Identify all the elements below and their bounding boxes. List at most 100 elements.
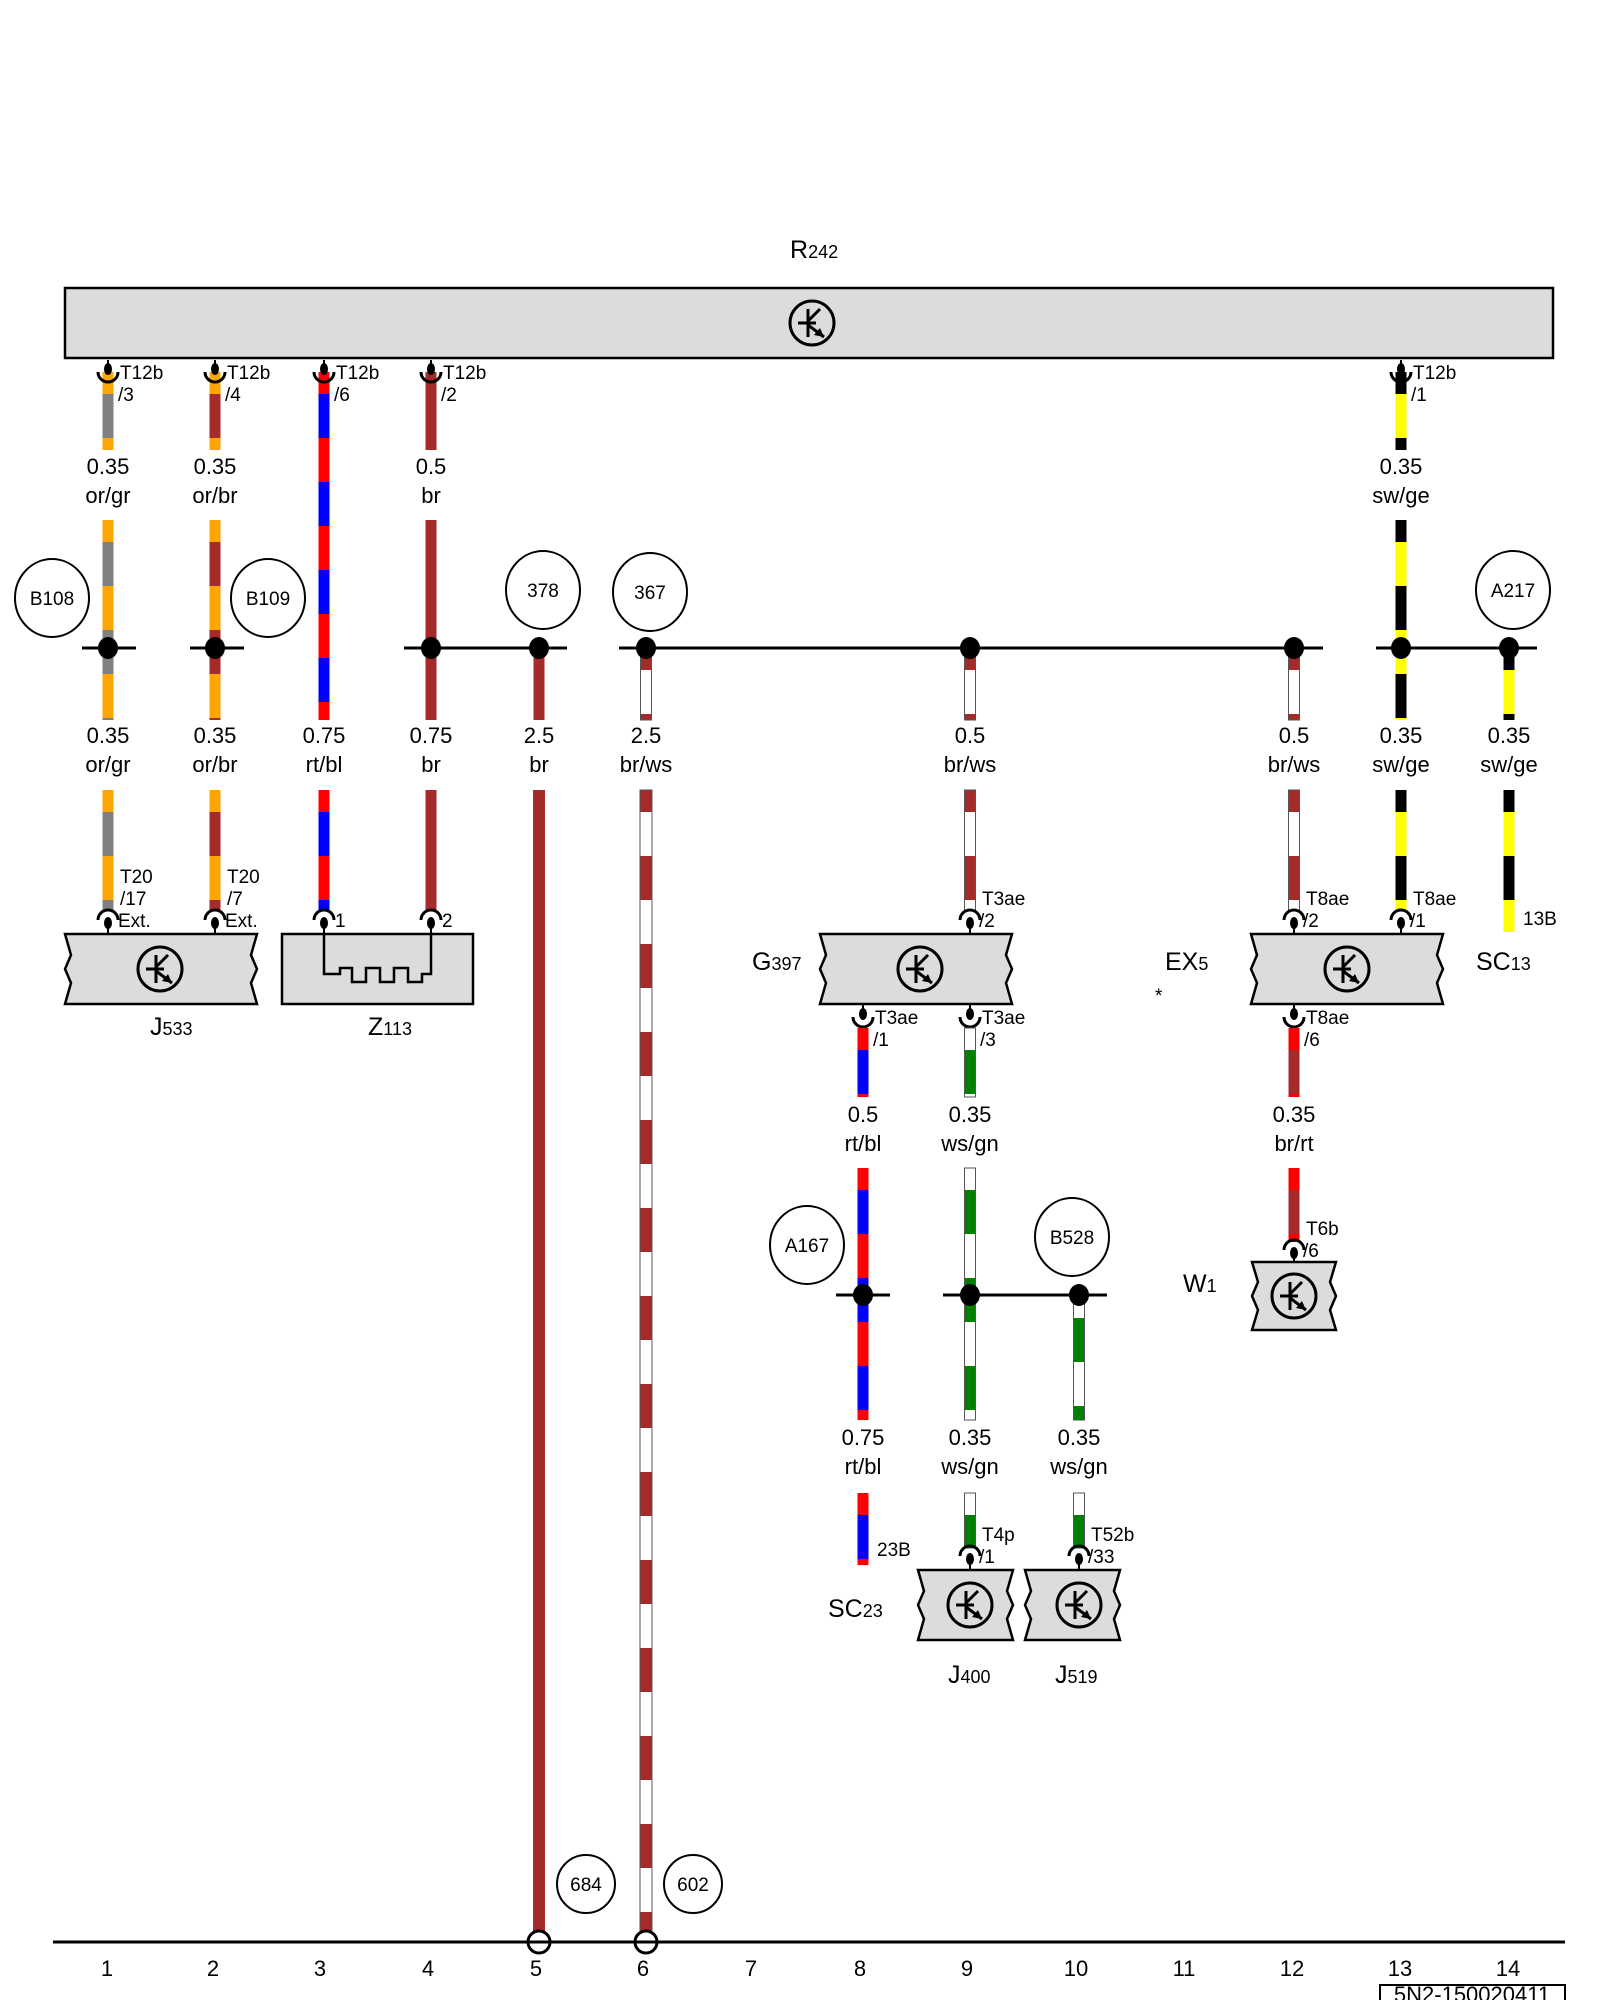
wire-stripe [209, 812, 221, 856]
connector-name: T12b [120, 363, 163, 384]
wire-segment[interactable] [102, 520, 114, 720]
wire-stripe [318, 658, 330, 702]
component-label-G397: G397 [752, 948, 802, 976]
wire-segment[interactable] [1073, 1295, 1085, 1421]
connector-pin[interactable] [1389, 360, 1413, 384]
connector-pin-number: 13B [1523, 909, 1557, 930]
wire-stripe [640, 1340, 652, 1384]
wire-stripe [857, 1190, 869, 1234]
connector-pin[interactable] [1389, 908, 1413, 934]
connector-name: T20 [227, 867, 260, 888]
wire-stripe [965, 1515, 975, 1548]
connector-pin[interactable] [203, 360, 227, 384]
wire-size-label: 2.5 [524, 723, 555, 748]
wire-stripe [640, 900, 652, 944]
connector-pin[interactable] [1282, 1005, 1306, 1029]
wire-stripe [1395, 812, 1407, 856]
wire-stripe [102, 812, 114, 856]
wire-segment[interactable] [1073, 1492, 1085, 1549]
reference-circle [14, 558, 90, 638]
connector-pin[interactable] [958, 1544, 982, 1570]
wire-segment[interactable] [1395, 520, 1407, 720]
connector-name: T6b [1306, 1219, 1339, 1240]
wire-segment[interactable] [425, 372, 437, 450]
connector-extra: Ext. [118, 911, 151, 932]
connector-pin[interactable] [96, 908, 120, 934]
wire-segment[interactable] [533, 648, 545, 720]
reference-label-B108: B108 [30, 589, 74, 610]
wire-size-label: 2.5 [631, 723, 662, 748]
connector-cup [96, 908, 120, 921]
wire-stripe [965, 1190, 975, 1234]
wire-segment[interactable] [1395, 790, 1407, 910]
column-number: 1 [101, 1956, 113, 1981]
wire-color-label: ws/gn [940, 1454, 998, 1479]
connector-pin-number: /6 [334, 385, 350, 406]
connector-name: T4p [982, 1525, 1015, 1546]
wire-segment[interactable] [857, 1493, 869, 1565]
wire-segment[interactable] [209, 520, 221, 720]
connector-pin[interactable] [96, 360, 120, 384]
wire-stripe [1395, 394, 1407, 438]
ground-wire[interactable] [639, 789, 653, 1939]
connector-cup [958, 1016, 982, 1029]
splice-node [205, 637, 225, 659]
reference-label-A217: A217 [1491, 581, 1535, 602]
connector-cup [312, 908, 336, 921]
wire-segment[interactable] [964, 1027, 976, 1098]
wire-segment[interactable] [1288, 1168, 1300, 1242]
connector-pin[interactable] [1282, 1238, 1306, 1264]
wire-stripe [209, 394, 221, 438]
connector-pin[interactable] [851, 1005, 875, 1029]
wire-segment[interactable] [102, 790, 114, 910]
connector-pin[interactable] [419, 908, 443, 934]
wire-stripe [102, 394, 114, 438]
connector-pin-number: 23B [877, 1540, 911, 1561]
splice-node [636, 637, 656, 659]
ground-wire[interactable] [533, 790, 545, 1938]
wire-size-label: 0.75 [303, 723, 346, 748]
wire-color-label: sw/ge [1372, 752, 1429, 777]
wire-segment[interactable] [1503, 648, 1515, 720]
wire-segment[interactable] [964, 1492, 976, 1549]
wire-segment[interactable] [318, 372, 330, 720]
wire-stripe [857, 1366, 869, 1410]
wire-segment[interactable] [425, 790, 437, 910]
reference-label-684: 684 [570, 1875, 602, 1896]
wire-segment[interactable] [425, 520, 437, 720]
wire-segment[interactable] [1503, 790, 1515, 932]
reference-label-A167: A167 [785, 1236, 829, 1257]
connector-pin[interactable] [958, 1005, 982, 1029]
connector-name: T8ae [1306, 889, 1349, 910]
connector-cup [203, 908, 227, 921]
wire-segment[interactable] [1395, 372, 1407, 450]
connector-pin[interactable] [203, 908, 227, 934]
connector-pin[interactable] [312, 908, 336, 934]
connector-pin[interactable] [1282, 908, 1306, 934]
wire-segment[interactable] [209, 790, 221, 910]
connector-pin[interactable] [419, 360, 443, 384]
wire-segment[interactable] [209, 372, 221, 450]
wire-segment[interactable] [964, 789, 976, 911]
connector-pin-number: /2 [979, 911, 995, 932]
wire-size-label: 0.35 [1058, 1425, 1101, 1450]
wire-segment[interactable] [1288, 1028, 1300, 1097]
wire-base [102, 520, 114, 720]
wire-size-label: 0.35 [949, 1102, 992, 1127]
connector-name: T20 [120, 867, 153, 888]
wire-stripe [640, 1604, 652, 1648]
connector-name: T3ae [875, 1008, 918, 1029]
wire-stripe [318, 900, 330, 910]
wire-segment[interactable] [102, 372, 114, 450]
connector-name: T12b [227, 363, 270, 384]
wire-segment[interactable] [318, 790, 330, 910]
wire-segment[interactable] [857, 1028, 869, 1097]
connector-pin[interactable] [958, 908, 982, 934]
wire-size-label: 0.5 [848, 1102, 879, 1127]
wire-base [1395, 520, 1407, 720]
wire-size-label: 0.5 [955, 723, 986, 748]
connector-pin[interactable] [1067, 1544, 1091, 1570]
connector-pin[interactable] [312, 360, 336, 384]
wire-segment[interactable] [1288, 789, 1300, 911]
